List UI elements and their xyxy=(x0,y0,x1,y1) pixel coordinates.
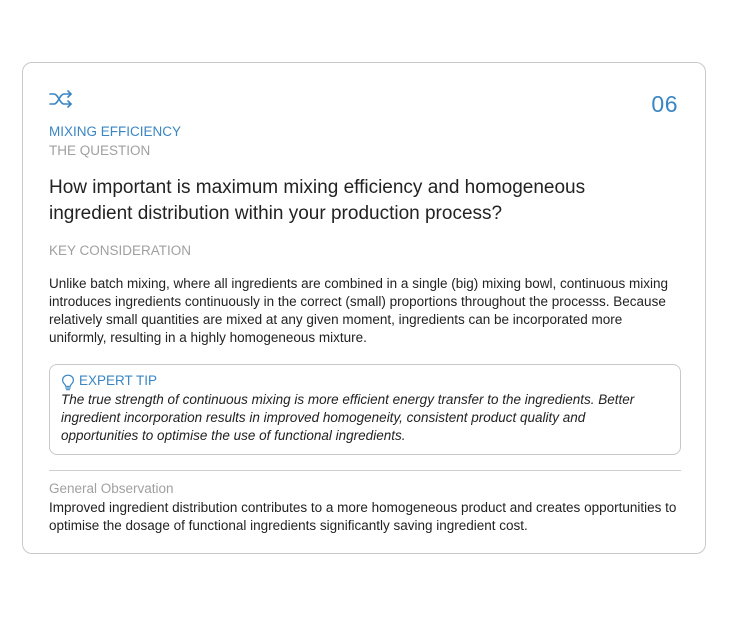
question-text: How important is maximum mixing efficien… xyxy=(49,177,586,224)
expert-tip-title: EXPERT TIP xyxy=(79,373,158,388)
question-card: 06 MIXING EFFICIENCY THE QUESTION How im… xyxy=(22,62,706,554)
shuffle-icon xyxy=(49,90,72,108)
key-consideration-text: Unlike batch mixing, where all ingredien… xyxy=(49,276,669,345)
general-observation-label: General Observation xyxy=(49,481,174,496)
general-observation-text: Improved ingredient distribution contrib… xyxy=(49,500,677,533)
expert-tip-box: EXPERT TIP The true strength of continuo… xyxy=(49,364,681,455)
card-number: 06 xyxy=(651,91,678,117)
divider xyxy=(49,470,681,471)
lightbulb-icon xyxy=(62,374,74,391)
key-consideration-label: KEY CONSIDERATION xyxy=(49,243,192,258)
question-label: THE QUESTION xyxy=(49,143,151,158)
category-label: MIXING EFFICIENCY xyxy=(49,124,182,139)
expert-tip-text: The true strength of continuous mixing i… xyxy=(61,392,635,443)
